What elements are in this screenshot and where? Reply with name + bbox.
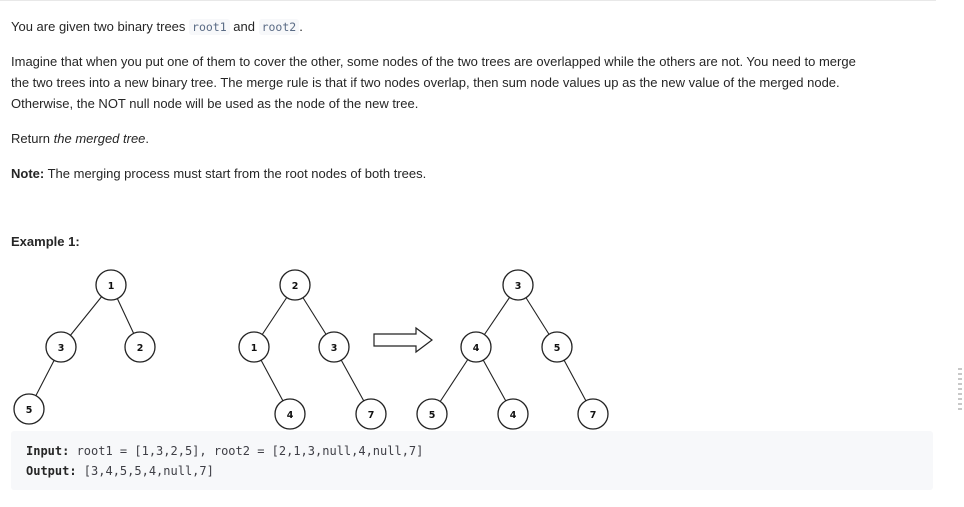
output-label: Output: [26, 464, 77, 478]
svg-text:2: 2 [137, 343, 144, 354]
svg-text:5: 5 [26, 405, 33, 416]
merged-node: 5 [541, 331, 573, 363]
tree2-node: 4 [274, 398, 306, 430]
svg-text:3: 3 [515, 281, 522, 292]
svg-text:5: 5 [554, 343, 561, 354]
merged-node: 4 [460, 331, 492, 363]
tree2-node: 2 [279, 269, 311, 301]
tree2-node: 1 [238, 331, 270, 363]
tree1-node: 5 [13, 393, 45, 425]
input-value: root1 = [1,3,2,5], root2 = [2,1,3,null,4… [69, 444, 424, 458]
tree1-node: 3 [45, 331, 77, 363]
example-title: Example 1: [11, 234, 80, 249]
intro-text: You are given two binary trees [11, 19, 190, 34]
description-line-1: Imagine that when you put one of them to… [11, 54, 856, 69]
merged-node: 5 [416, 398, 448, 430]
description-paragraph: Imagine that when you put one of them to… [11, 51, 856, 114]
return-suffix: . [145, 131, 150, 146]
tree1-node: 1 [95, 269, 127, 301]
top-divider [0, 0, 936, 1]
description-line-2: the two trees into a new binary tree. Th… [11, 75, 840, 90]
root1-code: root1 [189, 19, 230, 35]
output-line: Output: [3,4,5,5,4,null,7] [26, 464, 214, 478]
intro-paragraph: You are given two binary trees root1 and… [11, 16, 303, 38]
tree2-node: 7 [355, 398, 387, 430]
note-text: The merging process must start from the … [44, 166, 427, 181]
input-label: Input: [26, 444, 70, 458]
note-label: Note: [11, 166, 45, 181]
return-paragraph: Return the merged tree. [11, 128, 149, 149]
tree-1: 1 3 2 5 [13, 269, 156, 425]
svg-text:7: 7 [368, 410, 375, 421]
example-figure: 1 3 2 5 2 1 3 4 7 3 4 5 [13, 269, 609, 430]
return-emphasis: the merged tree [53, 131, 146, 146]
svg-text:2: 2 [292, 281, 299, 292]
merged-node: 3 [502, 269, 534, 301]
svg-text:4: 4 [287, 410, 294, 421]
intro-and: and [229, 19, 259, 34]
input-line: Input: root1 = [1,3,2,5], root2 = [2,1,3… [26, 444, 423, 458]
merged-node: 4 [497, 398, 529, 430]
svg-text:3: 3 [331, 343, 338, 354]
svg-text:1: 1 [251, 343, 258, 354]
tree-2: 2 1 3 4 7 [238, 269, 387, 430]
merged-tree: 3 4 5 5 4 7 [416, 269, 609, 430]
tree1-node: 2 [124, 331, 156, 363]
svg-text:1: 1 [108, 281, 115, 292]
description-line-3: Otherwise, the NOT null node will be use… [11, 96, 419, 111]
merged-node: 7 [577, 398, 609, 430]
intro-suffix: . [299, 19, 303, 34]
merge-arrow-icon [373, 326, 433, 354]
note-paragraph: Note: The merging process must start fro… [11, 163, 426, 184]
scrollbar-handle[interactable] [958, 368, 962, 410]
output-value: [3,4,5,5,4,null,7] [76, 464, 214, 478]
svg-text:3: 3 [58, 343, 65, 354]
svg-text:5: 5 [429, 410, 436, 421]
tree2-node: 3 [318, 331, 350, 363]
svg-text:4: 4 [510, 410, 517, 421]
return-prefix: Return [11, 131, 54, 146]
svg-text:4: 4 [473, 343, 480, 354]
root2-code: root2 [258, 19, 300, 35]
example-io-block: Input: root1 = [1,3,2,5], root2 = [2,1,3… [11, 431, 933, 490]
svg-text:7: 7 [590, 410, 597, 421]
